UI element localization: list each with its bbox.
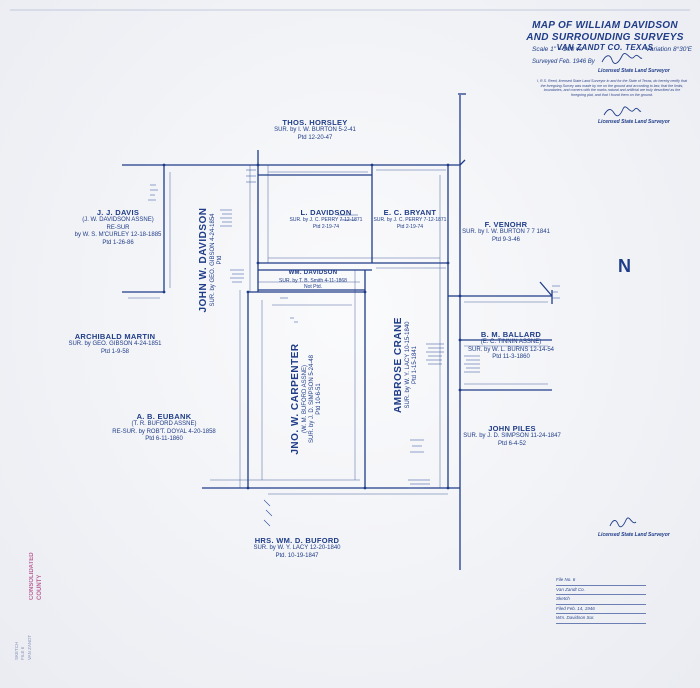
margin-marks: SKETCH FILE 6 VAN ZANDT xyxy=(14,635,33,660)
survey-line: by W. S. M'CURLEY 12-18-1885 xyxy=(74,232,162,239)
survey-line: (J. W. DAVIDSON ASSNE) xyxy=(82,217,154,224)
scale-text: Scale 1" = 200 vs xyxy=(532,46,583,53)
survey-line: SUR. by J. D. SIMPSON 5-24-48 xyxy=(309,354,316,444)
survey-line: Ptd 1-9-58 xyxy=(100,348,130,355)
survey-buford: HRS. WM. D. BUFORD SUR. by W. Y. LACY 12… xyxy=(242,536,352,560)
licensed-caption-1: Licensed State Land Surveyor xyxy=(598,68,670,74)
survey-line: RE-SUR xyxy=(106,224,130,231)
survey-line: Not Ptd. xyxy=(303,283,323,290)
survey-martin: ARCHIBALD MARTIN SUR. by GEO. GIBSON 4-2… xyxy=(60,332,170,356)
survey-name: A. B. EUBANK xyxy=(136,412,192,421)
survey-name: JOHN W. DAVIDSON xyxy=(198,207,209,313)
bottom-signature-icon xyxy=(609,517,637,528)
map-title: MAP OF WILLIAM DAVIDSON AND SURROUNDING … xyxy=(520,20,690,52)
certification-signature-icon xyxy=(603,106,642,117)
survey-name: F. VENOHR xyxy=(484,220,528,229)
survey-line: SUR. by GEO. GIBSON 4-24-1851 xyxy=(68,341,162,348)
survey-name: E. C. BRYANT xyxy=(383,208,437,217)
survey-name: B. M. BALLARD xyxy=(480,330,542,339)
survey-line: SUR. by J. C. PERRY 7-12-1871 xyxy=(373,217,447,224)
note-line: Filed Feb. 14, 1946 xyxy=(556,605,646,615)
title-line-1: MAP OF WILLIAM DAVIDSON xyxy=(532,20,678,31)
survey-name: JNO. W. CARPENTER xyxy=(290,343,301,455)
survey-crane: AMBROSE CRANE SUR. by W. Y. LACY 10-15-1… xyxy=(393,310,419,420)
survey-line: (T. R. BUFORD ASSNE) xyxy=(131,421,197,428)
licensed-caption-2: Licensed State Land Surveyor xyxy=(598,119,670,125)
survey-line: SUR. by I. W. BURTON 5-2-41 xyxy=(274,127,356,134)
filing-notes: File No. 6 Van Zandt Co. Sketch Filed Fe… xyxy=(556,576,646,624)
survey-line: Ptd 2-19-74 xyxy=(396,223,424,230)
survey-line: Ptd 9-3-46 xyxy=(491,236,521,243)
surveyor-signature-icon xyxy=(601,53,643,64)
survey-line: RE-SUR. by ROB'T. DOYAL 4-20-1858 xyxy=(112,428,216,435)
licensed-caption-3: Licensed State Land Surveyor xyxy=(598,532,670,538)
surveyed-text: Surveyed Feb. 1946 By xyxy=(532,59,595,65)
survey-line: SUR. by W. Y. LACY 10-15-1840 xyxy=(405,321,411,409)
survey-name: J. J. DAVIS xyxy=(96,208,140,217)
survey-horsley: THOS. HORSLEY SUR. by I. W. BURTON 5-2-4… xyxy=(255,118,375,142)
survey-line: Ptd 2-19-74 xyxy=(312,223,340,230)
note-line: Van Zandt Co. xyxy=(556,586,646,596)
survey-name: HRS. WM. D. BUFORD xyxy=(254,536,340,545)
survey-line: SUR. by J. C. PERRY 7-12-1871 xyxy=(289,217,363,224)
scale-row: Scale 1" = 200 vs Variation 8°30'E xyxy=(532,46,692,53)
survey-line: Ptd. 10-19-1847 xyxy=(275,552,319,559)
survey-ballard: B. M. BALLARD (E. C. TINNIN ASSNE) SUR. … xyxy=(462,330,560,362)
survey-line: Ptd 10-6-51 xyxy=(316,383,323,415)
survey-line: Ptd xyxy=(217,255,224,265)
county-stamp: CONSOLIDATED COUNTY xyxy=(28,552,45,600)
title-line-3: VAN ZANDT CO. TEXAS xyxy=(556,43,654,52)
survey-bryant: E. C. BRYANT SUR. by J. C. PERRY 7-12-18… xyxy=(373,208,447,230)
variation-text: Variation 8°30'E xyxy=(645,46,692,53)
note-line: Sketch xyxy=(556,595,646,605)
survey-line: (E. C. TINNIN ASSNE) xyxy=(480,339,542,346)
survey-line: SUR. by W. Y. LACY 12-20-1840 xyxy=(253,545,341,552)
survey-l-davidson: L. DAVIDSON SUR. by J. C. PERRY 7-12-187… xyxy=(286,208,366,230)
survey-name: AMBROSE CRANE xyxy=(393,317,404,413)
certification-text: I, R.S. Reed, licensed State Land Survey… xyxy=(537,79,687,98)
survey-line: Ptd 6-4-52 xyxy=(497,440,527,447)
survey-line: (W. M. BUFORD ASSNE) xyxy=(302,365,308,434)
survey-piles: JOHN PILES SUR. by J. D. SIMPSON 11-24-1… xyxy=(462,424,562,448)
survey-line: SUR. by I. W. BURTON 7 7 1841 xyxy=(462,229,550,236)
margin-mark: VAN ZANDT xyxy=(26,634,32,660)
survey-line: Ptd 11-3-1860 xyxy=(492,354,530,361)
survey-line: Ptd 12-20-47 xyxy=(297,134,333,141)
survey-name: ARCHIBALD MARTIN xyxy=(74,332,156,341)
note-line: Wm. Davidson Sur. xyxy=(556,614,646,624)
survey-venohr: F. VENOHR SUR. by I. W. BURTON 7 7 1841 … xyxy=(462,220,550,244)
survey-line: Ptd 6-11-1860 xyxy=(145,436,183,443)
survey-line: SUR. by T. B. Smith 4-11-1868 xyxy=(279,277,347,284)
survey-line: SUR. by GEO. GIBSON 4-24-1854 xyxy=(210,213,216,307)
survey-name: THOS. HORSLEY xyxy=(282,118,348,127)
survey-wm-davidson: WM. DAVIDSON SUR. by T. B. Smith 4-11-18… xyxy=(268,270,358,290)
survey-name: JOHN PILES xyxy=(488,424,536,433)
note-line: File No. 6 xyxy=(556,576,646,586)
survey-line: SUR. by J. D. SIMPSON 11-24-1847 xyxy=(463,433,561,440)
survey-name: WM. DAVIDSON xyxy=(288,270,338,276)
stamp-line: COUNTY xyxy=(37,574,44,600)
survey-line: Ptd 1-15-1841 xyxy=(412,345,419,385)
survey-jj-davis: J. J. DAVIS (J. W. DAVIDSON ASSNE) RE-SU… xyxy=(68,208,168,247)
north-arrow-icon: N xyxy=(618,256,631,276)
stamp-line: CONSOLIDATED xyxy=(29,552,35,600)
survey-line: SUR. by W. L. BURNS 12-14-54 xyxy=(467,346,555,353)
survey-eubank: A. B. EUBANK (T. R. BUFORD ASSNE) RE-SUR… xyxy=(104,412,224,444)
survey-name: L. DAVIDSON xyxy=(300,208,352,217)
survey-line: Ptd 1-26-86 xyxy=(102,239,134,246)
survey-john-w-davidson: JOHN W. DAVIDSON SUR. by GEO. GIBSON 4-2… xyxy=(198,200,224,320)
survey-carpenter: JNO. W. CARPENTER (W. M. BUFORD ASSNE) S… xyxy=(290,334,324,464)
title-line-2: AND SURROUNDING SURVEYS xyxy=(526,31,684,43)
